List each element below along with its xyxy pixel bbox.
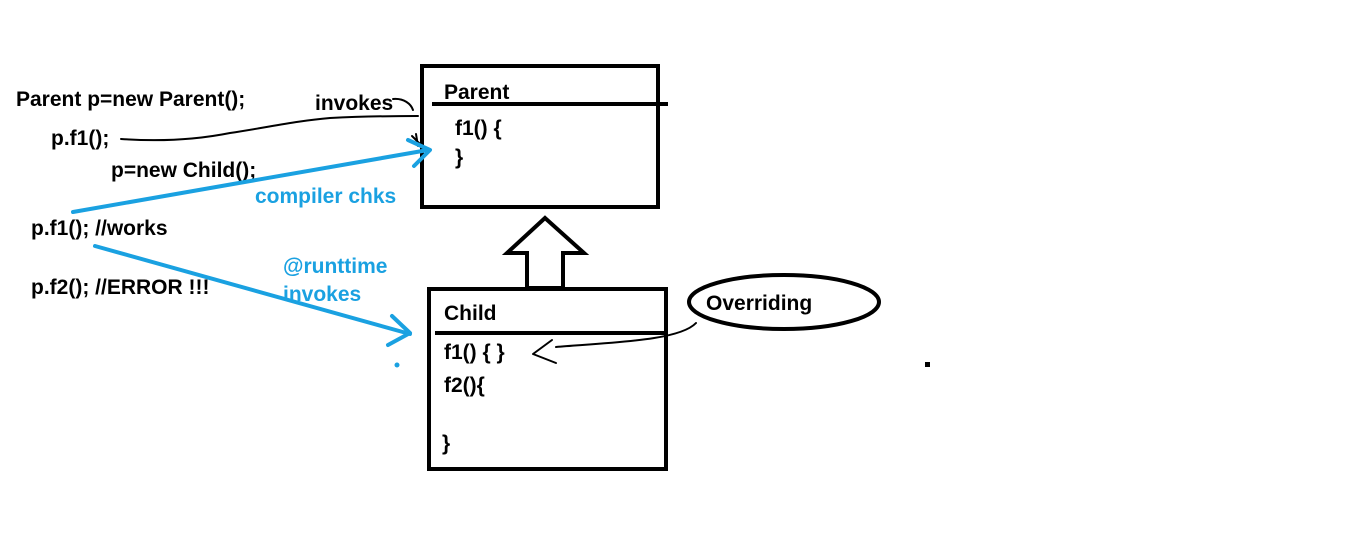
- parent-method-f1: f1() {: [455, 117, 502, 140]
- child-class-box: Child f1() { } f2(){ }: [427, 287, 668, 471]
- child-class-title: Child: [444, 302, 497, 325]
- parent-class-title: Parent: [444, 81, 509, 104]
- overriding-pointer-line: [555, 322, 697, 348]
- overriding-callout-ellipse: [687, 273, 881, 331]
- code-call-f1: p.f1();: [51, 127, 109, 150]
- runtime-label-line1: @runttime: [283, 255, 387, 278]
- runtime-invoke-arrowhead-icon: [386, 314, 412, 347]
- child-box-outline: [427, 287, 668, 471]
- code-child-assignment: p=new Child();: [111, 159, 256, 182]
- overriding-pointer-arrowhead-icon: [532, 339, 557, 364]
- child-method-close: }: [442, 432, 450, 455]
- code-call-f2-error: p.f2(); //ERROR !!!: [31, 276, 209, 299]
- compiler-check-arrowhead-icon: [406, 138, 432, 168]
- code-call-f1-works: p.f1(); //works: [31, 217, 168, 240]
- runtime-invoke-arrow: [93, 244, 412, 336]
- blue-dot-mark: [394, 362, 400, 368]
- parent-method-close: }: [455, 146, 463, 169]
- parent-box-outline: [420, 64, 660, 209]
- child-method-f2: f2(){: [444, 374, 485, 397]
- child-method-f1: f1() { }: [444, 341, 505, 364]
- overriding-label: Overriding: [706, 292, 812, 315]
- stray-dot-mark: [925, 362, 930, 367]
- compiler-check-arrow: [71, 148, 430, 214]
- code-parent-instantiation: Parent p=new Parent();: [16, 88, 245, 111]
- invokes-label: invokes: [315, 92, 393, 115]
- inheritance-arrow-icon: [501, 215, 590, 290]
- parent-class-box: Parent f1() { }: [420, 64, 668, 209]
- invokes-arrow: [120, 115, 419, 142]
- compiler-checks-label: compiler chks: [255, 185, 396, 208]
- invokes-arrow-hook: [392, 97, 414, 111]
- runtime-label-line2: invokes: [283, 283, 361, 306]
